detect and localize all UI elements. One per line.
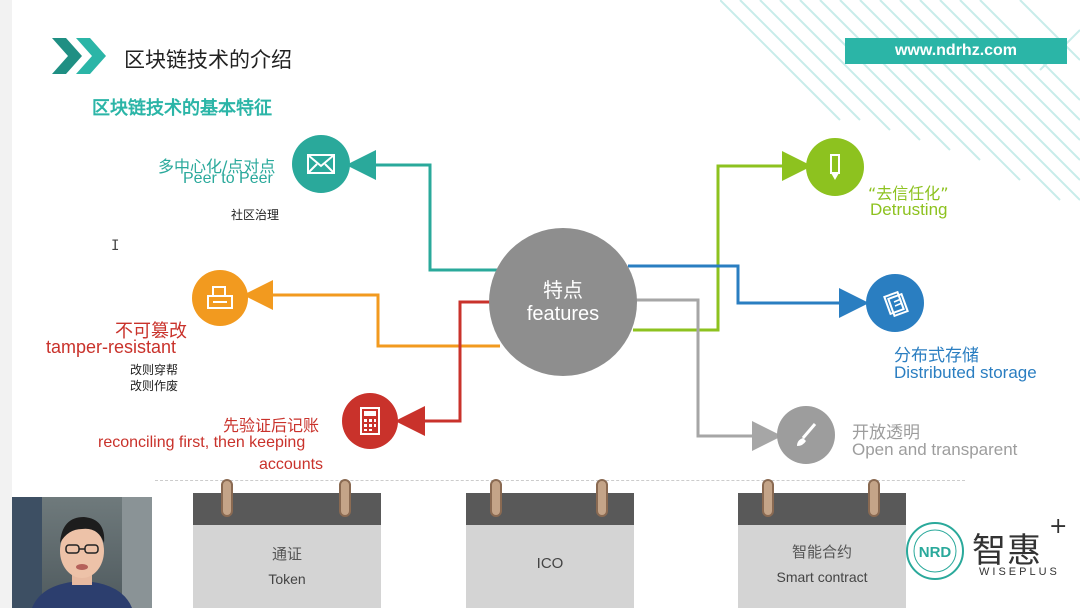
tamper-node: [192, 270, 248, 326]
seal-text: NRD: [919, 544, 952, 561]
verify-node: [342, 393, 398, 449]
storage-node: [866, 274, 924, 332]
p2p-note: 社区治理: [231, 208, 280, 222]
card-smart-contract-zh: 智能合约: [791, 543, 852, 561]
open-label-zh: 开放透明: [852, 423, 920, 443]
bottom-divider: [155, 480, 965, 481]
card-token-zh: 通证: [271, 545, 302, 563]
binder-ring: [762, 479, 774, 517]
center-label-zh: 特点: [543, 278, 583, 302]
verify-label-zh: 先验证后记账: [223, 416, 320, 435]
p2p-label-en: Peer to Peer: [183, 170, 273, 187]
card-smart-contract: 智能合约 Smart contract: [738, 479, 906, 608]
tamper-note-1: 改则穿帮: [130, 363, 179, 377]
detrusting-label-en: Detrusting: [870, 200, 948, 219]
documents-icon: [883, 290, 909, 318]
binder-ring: [490, 479, 502, 517]
arrow-to-tamper: [243, 280, 500, 348]
arrow-to-p2p: [346, 150, 500, 272]
verify-label-en-1: reconciling first, then keeping: [98, 434, 306, 451]
open-node: [777, 406, 835, 464]
binder-ring: [339, 479, 351, 517]
nrd-seal-logo: NRD: [906, 522, 964, 580]
tamper-label-zh: 不可篡改: [115, 321, 187, 342]
envelope-icon: [307, 154, 335, 174]
binder-ring: [221, 479, 233, 517]
logo-text-zh: 智惠: [972, 531, 1042, 571]
binder-ring: [596, 479, 608, 517]
tamper-label-en: tamper-resistant: [46, 337, 177, 357]
arrow-to-verify: [395, 300, 495, 436]
logo-text-en: WISEPLUS: [979, 566, 1060, 578]
double-chevron-icon: [52, 38, 106, 74]
card-smart-contract-en: Smart contract: [776, 569, 868, 585]
pencil-icon: [830, 154, 840, 180]
detrusting-node: [806, 138, 864, 196]
card-token: 通证 Token: [193, 479, 381, 608]
arrow-to-storage: [628, 264, 869, 318]
card-token-en: Token: [268, 571, 306, 587]
page-title: 区块链技术的介绍: [124, 48, 292, 72]
webcam-video: [12, 497, 152, 608]
arrow-to-open: [636, 298, 782, 451]
open-label-en: Open and transparent: [852, 440, 1018, 459]
calculator-icon: [360, 407, 380, 435]
features-center-circle: 特点 features: [489, 228, 637, 376]
text-cursor: I: [111, 238, 120, 254]
verify-label-en-2: accounts: [259, 456, 324, 473]
p2p-node: [292, 135, 350, 193]
card-ico-en: ICO: [536, 555, 564, 572]
p2p-label-zh: 多中心化/点对点: [158, 157, 276, 176]
section-subtitle: 区块链技术的基本特征: [92, 98, 272, 119]
printer-icon: [207, 286, 233, 309]
presenter-silhouette: [12, 497, 152, 608]
storage-label-en: Distributed storage: [894, 363, 1037, 382]
center-label-en: features: [526, 303, 600, 325]
logo-plus: +: [1049, 514, 1068, 539]
slide-left-edge: [0, 0, 12, 608]
card-ico: ICO: [466, 479, 634, 608]
arrow-to-trust: [633, 151, 812, 332]
tamper-note-2: 改则作废: [130, 379, 179, 393]
decorative-lines: [720, 0, 1080, 201]
website-banner: www.ndrhz.com: [845, 38, 1067, 64]
binder-ring: [868, 479, 880, 517]
detrusting-label-zh: “去信任化”: [868, 184, 949, 203]
brush-icon: [797, 423, 817, 446]
storage-label-zh: 分布式存储: [894, 346, 979, 366]
